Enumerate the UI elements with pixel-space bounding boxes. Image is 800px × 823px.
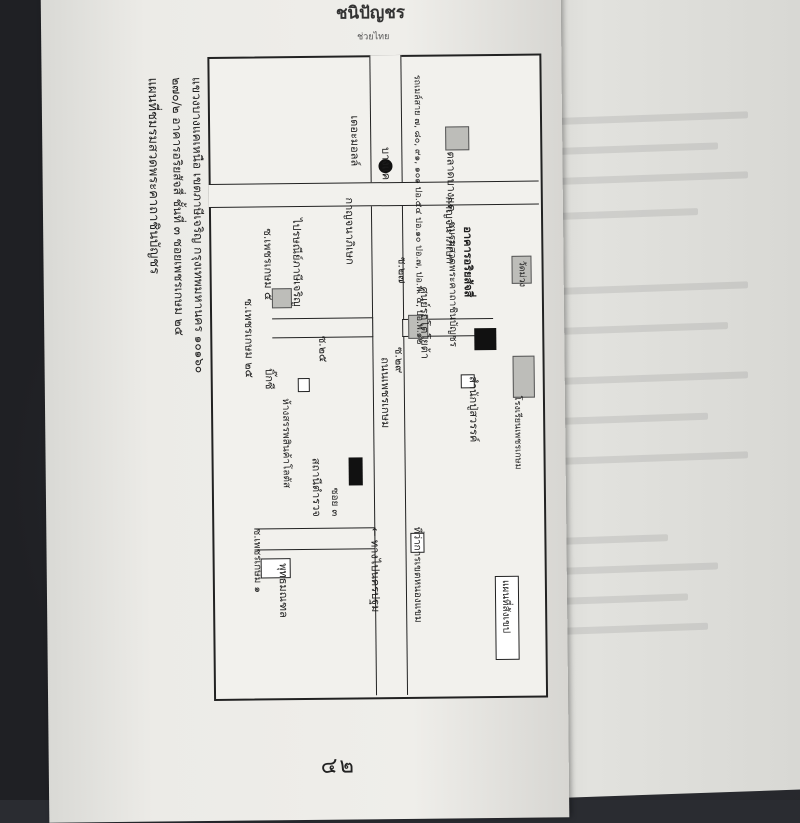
caption-line-2: ๒๗๐/๒ อาคารอริยสัจสี่ ชั้นที่ ๓ ซอยเพชรเ… [169, 77, 187, 336]
page-header-subtitle: ช่วยไทย [357, 32, 390, 43]
page-header-title: ชนิปัญชร [335, 2, 406, 24]
label-police: สถานีตำรวจ [309, 457, 324, 517]
label-soi-27: ซ.๒๗ [395, 256, 409, 284]
school-marker [512, 355, 535, 398]
page-number: ๔๒ [320, 753, 357, 779]
label-soi-lower: ซ.เพชรเกษม ๑ [251, 528, 263, 593]
caption-line-1: แผนที่ชมรมสวดพระคาถาชินบัญชร [144, 77, 162, 275]
label-to-nakhon-pathom: ← ทางไปนครปฐม [368, 527, 383, 613]
label-soi-3: ซอย ๓ [328, 487, 341, 517]
label-bangkae: บางแค [379, 147, 393, 181]
market-marker [445, 126, 470, 151]
label-legend: แผนที่สังเขป [499, 579, 512, 634]
label-kanchanaphisek-left: กาญจนาภิเษก [342, 197, 357, 265]
kanchanaphisek-road [208, 180, 539, 208]
label-post-office: ไปรษณีย์ภาษีเจริญ [290, 218, 304, 307]
label-soi-25: ซ.๒๕ [316, 335, 330, 363]
label-soi-side: ซ.เพชรเกษม ๕ [261, 228, 275, 301]
label-big-c: บิ๊กซี [262, 368, 276, 390]
label-chinnabanchorn: ชมรมสวดพระคาถาชินบัญชร [446, 221, 459, 348]
label-wat-muang: วัดม่วง [516, 260, 527, 288]
label-district-office: ที่ว่าการเขตหนองแขม [411, 526, 424, 623]
label-phutthamonthon: พุทธมณฑล [276, 563, 291, 618]
map-caption: แผนที่ชมรมสวดพระคาถาชินบัญชร ๒๗๐/๒ อาคาร… [142, 71, 218, 692]
map-diagram: เดอะมอลล์ บางแค ตลาดบางแค กาญจนาภิเษก กา… [207, 53, 549, 701]
tesco-marker [297, 377, 310, 393]
label-school: โรงเรียนเพชรเกษม [511, 395, 523, 470]
label-toyota: ศูนย์รถโตโยต้า [417, 286, 432, 360]
police-station-marker [348, 457, 363, 486]
label-soi-upper: ซ.เพชรเกษม ๒๕ [241, 298, 256, 378]
label-tesco: ห้างสรรพสินค้าโลตัส [279, 398, 292, 489]
soi-lower [254, 527, 376, 551]
caption-line-3: แขวงบางแคเหนือ เขตภาษีเจริญ กรุงเทพมหานค… [189, 77, 207, 374]
label-ariyasat: อาคารอริยสัจสี่ [461, 226, 475, 298]
label-palace: สำนักปู่สวรรค์ [466, 376, 481, 443]
ariyasat-building-marker [474, 327, 497, 351]
label-phetkasem-road: ถนนเพชรเกษม [378, 357, 393, 429]
left-page: ชนิปัญชร ช่วยไทย แผนที่ชมรมสวดพระคาถาชิน… [40, 0, 570, 823]
label-dcare: เดอะมอลล์ [347, 115, 362, 167]
